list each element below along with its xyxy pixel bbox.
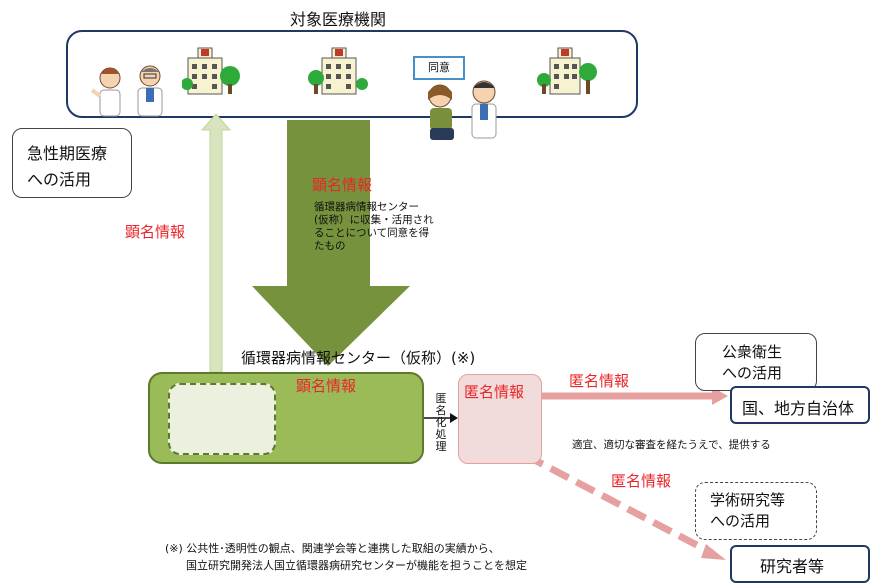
- acute-care-line1: 急性期医療: [27, 144, 108, 163]
- down-arrow: [252, 120, 410, 366]
- government-label: 国、地方自治体: [742, 399, 855, 418]
- consent-description: 循環器病情報センター (仮称）に収集・活用され ることについて同意を得 たもの: [314, 201, 434, 253]
- consent-desc-line: (仮称）に収集・活用され: [314, 214, 434, 226]
- public-health-line1: 公衆衛生: [722, 343, 783, 361]
- consent-desc-line: ることについて同意を得: [314, 227, 430, 239]
- up-arrow: [200, 113, 232, 373]
- government-box: 国、地方自治体: [730, 386, 870, 424]
- to-research-arrow: [523, 451, 714, 557]
- review-note: 適宜、適切な審査を経たうえで、提供する: [572, 439, 771, 451]
- researcher-box: 研究者等: [730, 545, 870, 583]
- doctor-icon: [90, 65, 163, 117]
- public-health-line2: への活用: [722, 364, 783, 382]
- consent-label-box: 同意: [413, 56, 465, 80]
- consent-label: 同意: [428, 61, 450, 74]
- consent-desc-line: たもの: [314, 240, 346, 252]
- to-gov-label: 匿名情報: [569, 372, 630, 390]
- footnote-line2: 国立研究開発法人国立循環器病研究センターが機能を担うことを想定: [186, 559, 527, 572]
- hospital-icon: [308, 47, 368, 95]
- academic-line2: への活用: [710, 512, 771, 530]
- down-named-info-label: 顕名情報: [312, 176, 373, 194]
- center-title: 循環器病情報センター（仮称）(※): [241, 349, 476, 367]
- to-research-label: 匿名情報: [611, 472, 672, 490]
- hospital-icon: [182, 47, 240, 95]
- academic-line1: 学術研究等: [710, 491, 786, 509]
- acute-care-box: 急性期医療 への活用: [12, 128, 132, 198]
- consent-desc-line: 循環器病情報センター: [314, 201, 419, 213]
- anonymized-data-box: 匿名情報: [458, 374, 542, 464]
- researcher-label: 研究者等: [760, 557, 825, 576]
- anonymized-info-label: 匿名情報: [464, 383, 525, 401]
- hospital-icon: [537, 47, 597, 95]
- anonymize-process-label: 匿名化処理: [435, 392, 447, 453]
- center-named-info-label: 顕名情報: [296, 377, 357, 395]
- public-health-box: 公衆衛生 への活用: [695, 333, 817, 391]
- institution-title: 対象医療機関: [290, 10, 387, 29]
- left-named-info-label: 顕名情報: [125, 223, 186, 241]
- academic-research-box: 学術研究等 への活用: [695, 482, 817, 540]
- acute-care-line2: への活用: [27, 170, 92, 189]
- named-data-store: [168, 383, 276, 455]
- footnote-line1: (※) 公共性･透明性の観点、関連学会等と連携した取組の実績から、: [165, 542, 500, 555]
- patient-doctor-icon: [428, 80, 497, 140]
